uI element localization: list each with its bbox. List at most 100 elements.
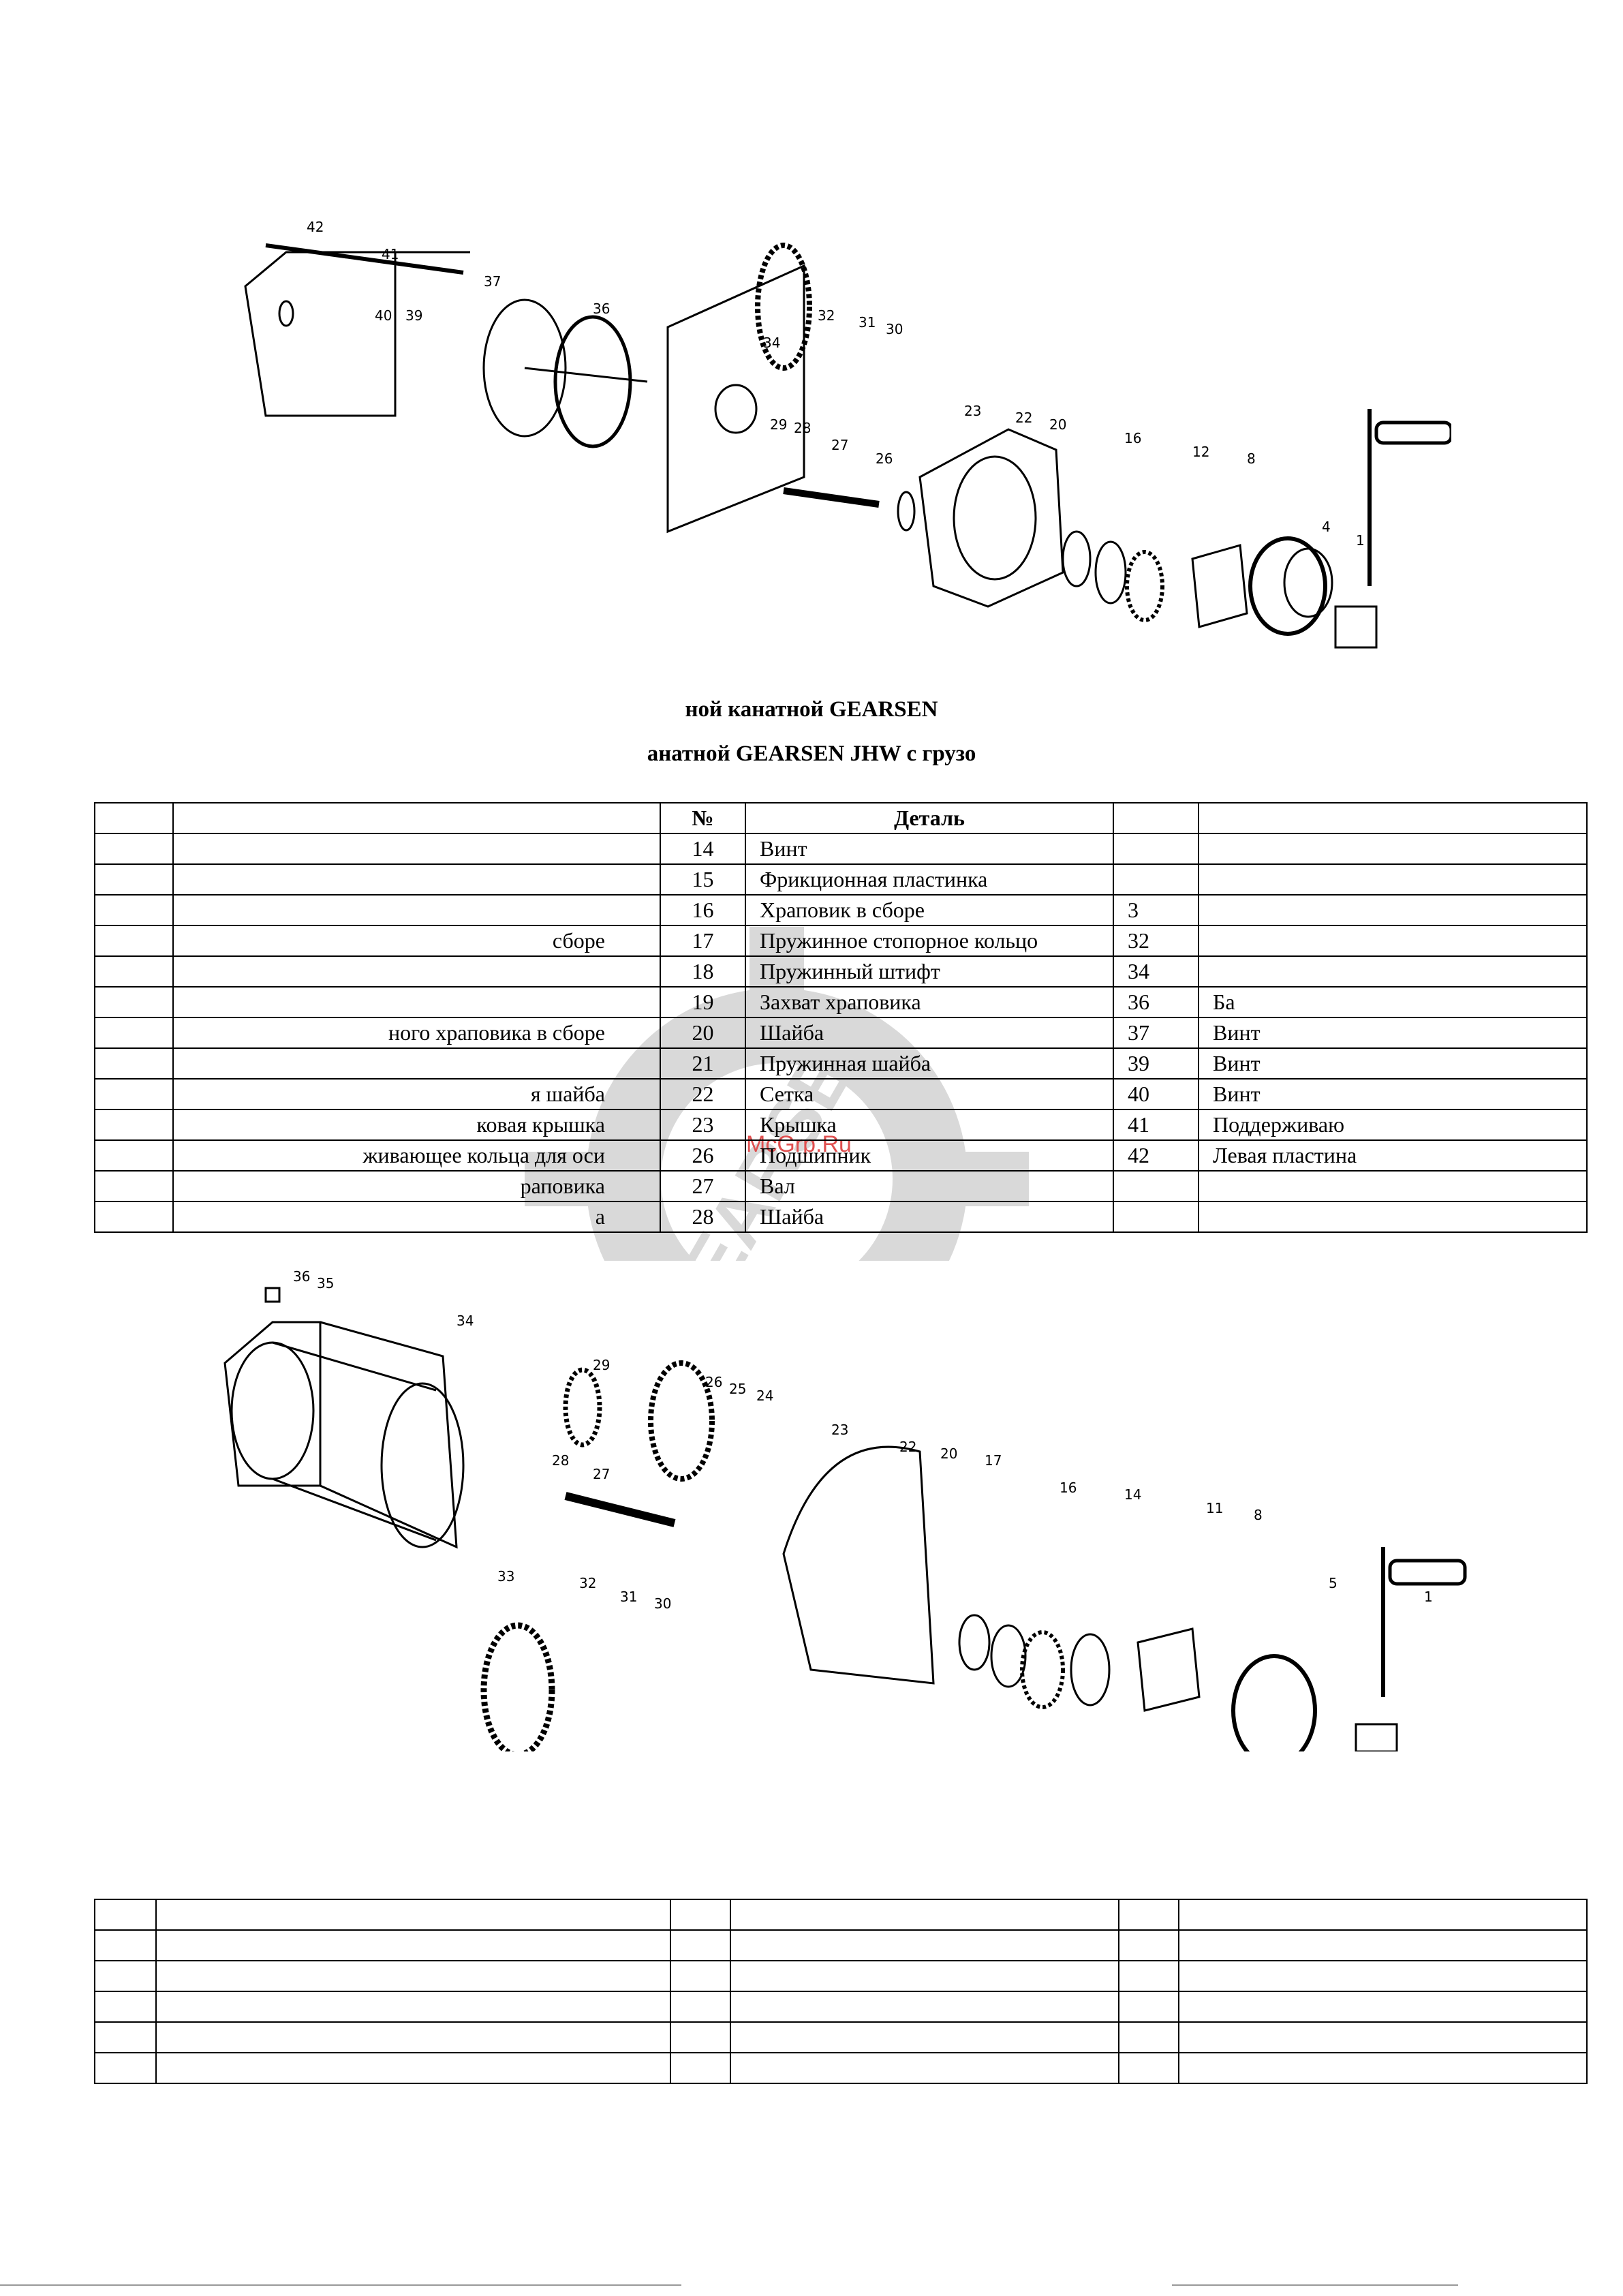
table-cell [172, 986, 661, 1018]
table-cell [94, 1201, 174, 1233]
callout-39: 39 [405, 307, 422, 324]
table-cell: раповика [172, 1170, 661, 1202]
exploded-diagram-top: 42 41 37 40 39 36 32 31 30 34 29 28 27 2… [225, 204, 1451, 668]
table-cell [1113, 1201, 1199, 1233]
callout-27: 27 [593, 1466, 610, 1482]
table-cell: Винт [745, 833, 1114, 865]
table-cell: 39 [1113, 1047, 1199, 1080]
table-cell: Захват храповика [745, 986, 1114, 1018]
table-cell [94, 955, 174, 988]
table-cell [94, 1017, 174, 1049]
callout-26: 26 [705, 1374, 722, 1390]
table-cell [94, 925, 174, 957]
callout-14: 14 [1124, 1486, 1141, 1503]
table-cell: живающее кольца для оси [172, 1139, 661, 1172]
callout-16: 16 [1060, 1480, 1077, 1496]
table-cell: ного храповика в сборе [172, 1017, 661, 1049]
callout-17: 17 [985, 1452, 1002, 1469]
table-cell [1198, 1201, 1588, 1233]
table-row [94, 1899, 1588, 1931]
table-cell: Фрикционная пластинка [745, 863, 1114, 896]
callout-4: 4 [1322, 519, 1331, 535]
table-cell: Пружинный штифт [745, 955, 1114, 988]
table-cell: Ба [1198, 986, 1588, 1018]
table-cell: Поддерживаю [1198, 1109, 1588, 1141]
header-cell [172, 802, 661, 834]
callout-29: 29 [593, 1357, 610, 1373]
table-cell: 19 [660, 986, 746, 1018]
table-cell [1198, 894, 1588, 926]
table-cell: 36 [1113, 986, 1199, 1018]
callout-24: 24 [756, 1388, 773, 1404]
header-cell [94, 802, 174, 834]
callout-20: 20 [1049, 416, 1066, 433]
table-cell: Винт [1198, 1017, 1588, 1049]
table-cell: 3 [1113, 894, 1199, 926]
table-cell: Пружинное стопорное кольцо [745, 925, 1114, 957]
callout-11: 11 [1206, 1500, 1223, 1516]
table-cell: Подшипник [745, 1139, 1114, 1172]
callout-5: 5 [1329, 1575, 1338, 1591]
table-cell: 27 [660, 1170, 746, 1202]
callout-34: 34 [457, 1313, 474, 1329]
callout-31: 31 [620, 1589, 637, 1605]
callout-32: 32 [579, 1575, 596, 1591]
table-cell: Вал [745, 1170, 1114, 1202]
callout-23: 23 [831, 1422, 848, 1438]
table-row [94, 1960, 1588, 1992]
table-cell [1198, 925, 1588, 957]
table-cell: 40 [1113, 1078, 1199, 1110]
table-cell: 21 [660, 1047, 746, 1080]
table-cell [172, 833, 661, 865]
table-row [94, 1929, 1588, 1961]
table-cell [1113, 1170, 1199, 1202]
table-cell: 16 [660, 894, 746, 926]
callout-8: 8 [1247, 450, 1256, 467]
frame-right-plate [666, 264, 805, 534]
table-cell [1198, 955, 1588, 988]
table-cell: сборе [172, 925, 661, 957]
table-row [94, 1991, 1588, 2023]
callout-40: 40 [375, 307, 392, 324]
callout-32: 32 [818, 307, 835, 324]
table-row [94, 2021, 1588, 2053]
table-cell [1113, 833, 1199, 865]
cover-23 [918, 428, 1064, 608]
table-cell: Винт [1198, 1078, 1588, 1110]
callout-27: 27 [831, 437, 848, 453]
callout-29: 29 [770, 416, 787, 433]
table-row [94, 2052, 1588, 2084]
table-cell: 22 [660, 1078, 746, 1110]
callout-12: 12 [1192, 444, 1209, 460]
footer-divider [0, 2284, 681, 2286]
table-cell [172, 863, 661, 896]
header-cell [1198, 802, 1588, 834]
table-cell [94, 1170, 174, 1202]
table-cell: 18 [660, 955, 746, 988]
callout-42: 42 [307, 219, 324, 235]
table-cell [172, 894, 661, 926]
table-cell: 32 [1113, 925, 1199, 957]
callout-30: 30 [654, 1595, 671, 1612]
table-cell [1198, 833, 1588, 865]
table-cell [94, 863, 174, 896]
footer-divider-right [1172, 2284, 1458, 2286]
header-cell-part: Деталь [745, 802, 1114, 834]
document-title-2: анатной GEARSEN JHW с грузо [647, 741, 976, 766]
callout-22: 22 [1015, 410, 1032, 426]
table-cell: Сетка [745, 1078, 1114, 1110]
callout-34: 34 [763, 335, 780, 351]
table-cell: 26 [660, 1139, 746, 1172]
table-cell [94, 833, 174, 865]
callout-37: 37 [484, 273, 501, 290]
table-cell [94, 894, 174, 926]
table-cell [94, 986, 174, 1018]
